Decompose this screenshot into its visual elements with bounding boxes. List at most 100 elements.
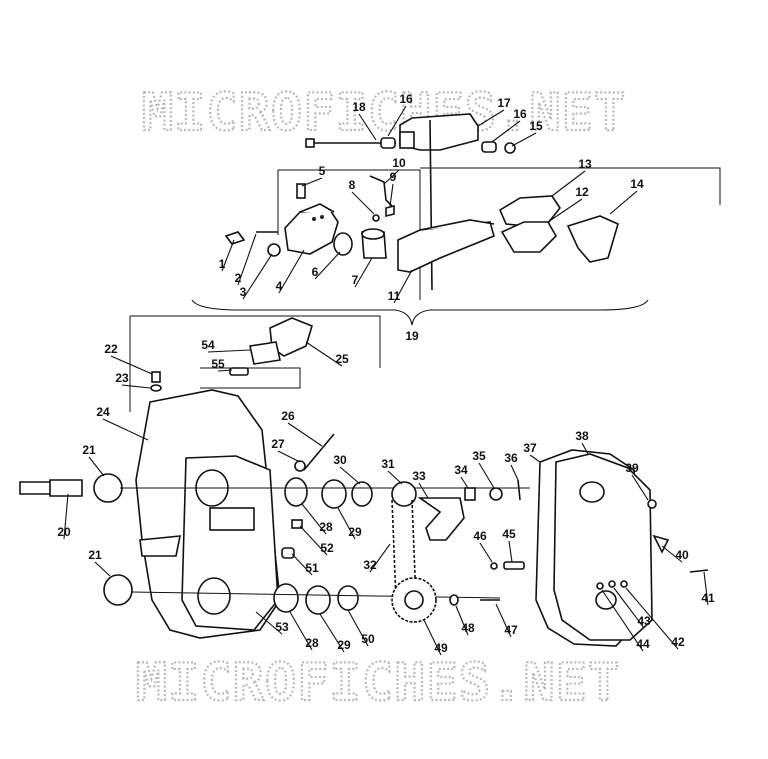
callout-c9: 9 bbox=[390, 170, 397, 184]
callout-c8: 8 bbox=[349, 178, 356, 192]
callout-c13: 13 bbox=[578, 157, 592, 171]
bolt-26 bbox=[303, 433, 335, 471]
callout-c32: 32 bbox=[363, 558, 377, 572]
lower-axis-line bbox=[131, 591, 501, 599]
leader-line-c35 bbox=[478, 462, 495, 489]
leader-line-c54 bbox=[207, 349, 251, 353]
callout-c50: 50 bbox=[361, 632, 375, 646]
leader-line-c23 bbox=[121, 384, 151, 389]
callout-c17: 17 bbox=[497, 96, 511, 110]
callout-c23: 23 bbox=[115, 371, 129, 385]
bearing-28-upper bbox=[284, 477, 308, 507]
callout-c28b: 28 bbox=[305, 636, 319, 650]
shaft-20-spline bbox=[49, 479, 83, 497]
leader-line-c48 bbox=[455, 605, 469, 636]
leader-line-c32 bbox=[369, 543, 391, 573]
callout-c55: 55 bbox=[211, 357, 225, 371]
leader-line-c46 bbox=[479, 542, 493, 563]
shift-lever-11-top bbox=[419, 219, 495, 231]
leader-line-c24 bbox=[102, 418, 149, 441]
callout-c15: 15 bbox=[529, 119, 543, 133]
chain-32 bbox=[391, 499, 417, 601]
leader-line-c36 bbox=[510, 464, 519, 481]
leader-line-c29b bbox=[319, 613, 345, 653]
callout-c3: 3 bbox=[240, 285, 247, 299]
leader-line-c28a bbox=[301, 503, 327, 535]
leader-line-c34 bbox=[460, 476, 469, 489]
leader-line-c20 bbox=[63, 493, 69, 540]
seal-21-lower bbox=[103, 574, 133, 606]
watermark-bottom: MICROFICHES.NET bbox=[136, 653, 621, 713]
screw-41 bbox=[689, 569, 709, 573]
leader-line-c5 bbox=[301, 177, 323, 187]
leader-line-c50 bbox=[347, 609, 369, 647]
sprocket-31 bbox=[391, 481, 417, 507]
leader-line-c26 bbox=[287, 422, 323, 447]
callout-c22: 22 bbox=[104, 342, 118, 356]
nut-3 bbox=[267, 243, 281, 257]
leader-line-c1 bbox=[221, 239, 235, 272]
callout-c47: 47 bbox=[504, 623, 518, 637]
shift-lever-11 bbox=[397, 221, 495, 273]
callout-c37: 37 bbox=[523, 441, 537, 455]
leader-line-c12 bbox=[547, 198, 583, 223]
washer-48 bbox=[449, 594, 459, 606]
leader-line-c44 bbox=[601, 589, 644, 652]
callout-c19: 19 bbox=[405, 329, 419, 343]
leader-line-c40 bbox=[661, 545, 683, 563]
bushing-16-right bbox=[481, 141, 497, 153]
ball-46 bbox=[490, 562, 498, 570]
callout-c54: 54 bbox=[201, 338, 215, 352]
callout-c18: 18 bbox=[352, 100, 366, 114]
callout-c46: 46 bbox=[473, 529, 487, 543]
washer-1 bbox=[224, 231, 246, 245]
cover-lower-boss bbox=[595, 590, 617, 610]
leader-line-c30 bbox=[339, 466, 361, 485]
housing-lower-bore bbox=[197, 577, 231, 615]
callout-c53: 53 bbox=[275, 620, 289, 634]
callout-c26: 26 bbox=[281, 409, 295, 423]
pin-8 bbox=[372, 214, 380, 222]
nut-27 bbox=[294, 460, 306, 472]
leader-line-c13 bbox=[551, 170, 586, 197]
callout-c21a: 21 bbox=[82, 443, 96, 457]
bushing-16-left bbox=[380, 137, 396, 149]
leader-line-c39 bbox=[631, 474, 649, 501]
callout-c4: 4 bbox=[276, 279, 283, 293]
callout-c34: 34 bbox=[454, 463, 468, 477]
leader-line-c38 bbox=[581, 442, 589, 455]
leader-line-c6 bbox=[314, 251, 341, 280]
rivet-39 bbox=[647, 499, 657, 509]
leader-line-c31 bbox=[387, 470, 403, 485]
seal-21-upper bbox=[93, 473, 123, 503]
leader-line-c22 bbox=[110, 355, 153, 375]
shift-gate-4-top bbox=[299, 203, 335, 213]
callout-c24: 24 bbox=[96, 405, 110, 419]
callout-c25: 25 bbox=[335, 352, 349, 366]
rivet-43 bbox=[608, 580, 616, 588]
leader-line-c21b bbox=[94, 561, 111, 577]
washer-23 bbox=[150, 384, 162, 392]
callout-c49: 49 bbox=[434, 641, 448, 655]
rivet-44 bbox=[596, 582, 604, 590]
leader-line-c28b bbox=[289, 611, 313, 651]
callout-c1: 1 bbox=[219, 257, 226, 271]
leader-line-c9 bbox=[389, 183, 394, 207]
leader-line-c47 bbox=[495, 603, 512, 638]
plate-13 bbox=[498, 195, 561, 229]
leader-line-c7 bbox=[354, 257, 373, 288]
bushing-54 bbox=[249, 341, 281, 365]
leader-line-c11 bbox=[393, 269, 413, 304]
callout-c43: 43 bbox=[637, 614, 651, 628]
callout-c31: 31 bbox=[381, 457, 395, 471]
leader-line-c55 bbox=[217, 369, 233, 372]
callout-c7: 7 bbox=[352, 273, 359, 287]
plate-14 bbox=[566, 215, 619, 263]
nut-15 bbox=[504, 142, 516, 154]
bracket-17-eye bbox=[399, 131, 415, 149]
leader-line-c27 bbox=[277, 450, 301, 463]
pin-36 bbox=[517, 479, 521, 501]
pin-9 bbox=[385, 204, 395, 218]
callout-c16b: 16 bbox=[513, 107, 527, 121]
leader-line-c14 bbox=[609, 190, 638, 215]
